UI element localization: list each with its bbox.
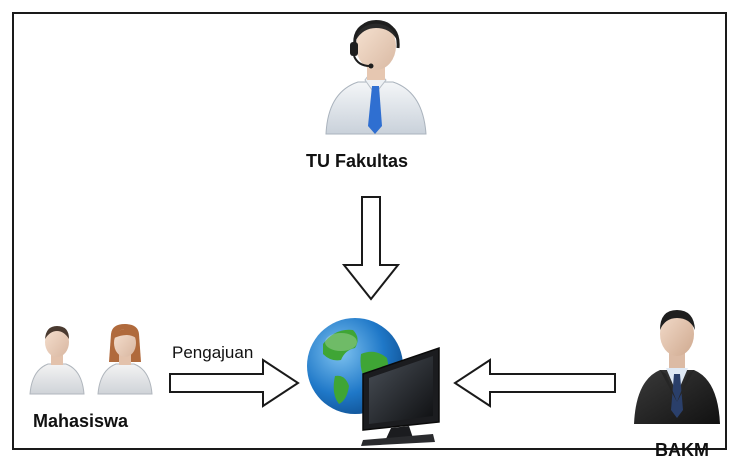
right-arrow-pengajuan xyxy=(169,358,300,408)
tu-fakultas-label: TU Fakultas xyxy=(306,151,409,171)
pengajuan-label: Pengajuan xyxy=(172,343,254,362)
bakm-label: BAKM xyxy=(655,440,709,460)
left-arrow-from-bakm xyxy=(453,358,616,408)
system-computer-globe-icon xyxy=(307,318,440,446)
mahasiswa-students-icon xyxy=(29,324,153,395)
down-arrow xyxy=(341,196,401,301)
tu-fakultas-operator-icon xyxy=(325,20,427,135)
bakm-businessman-icon xyxy=(634,310,720,424)
mahasiswa-label: Mahasiswa xyxy=(33,411,129,431)
